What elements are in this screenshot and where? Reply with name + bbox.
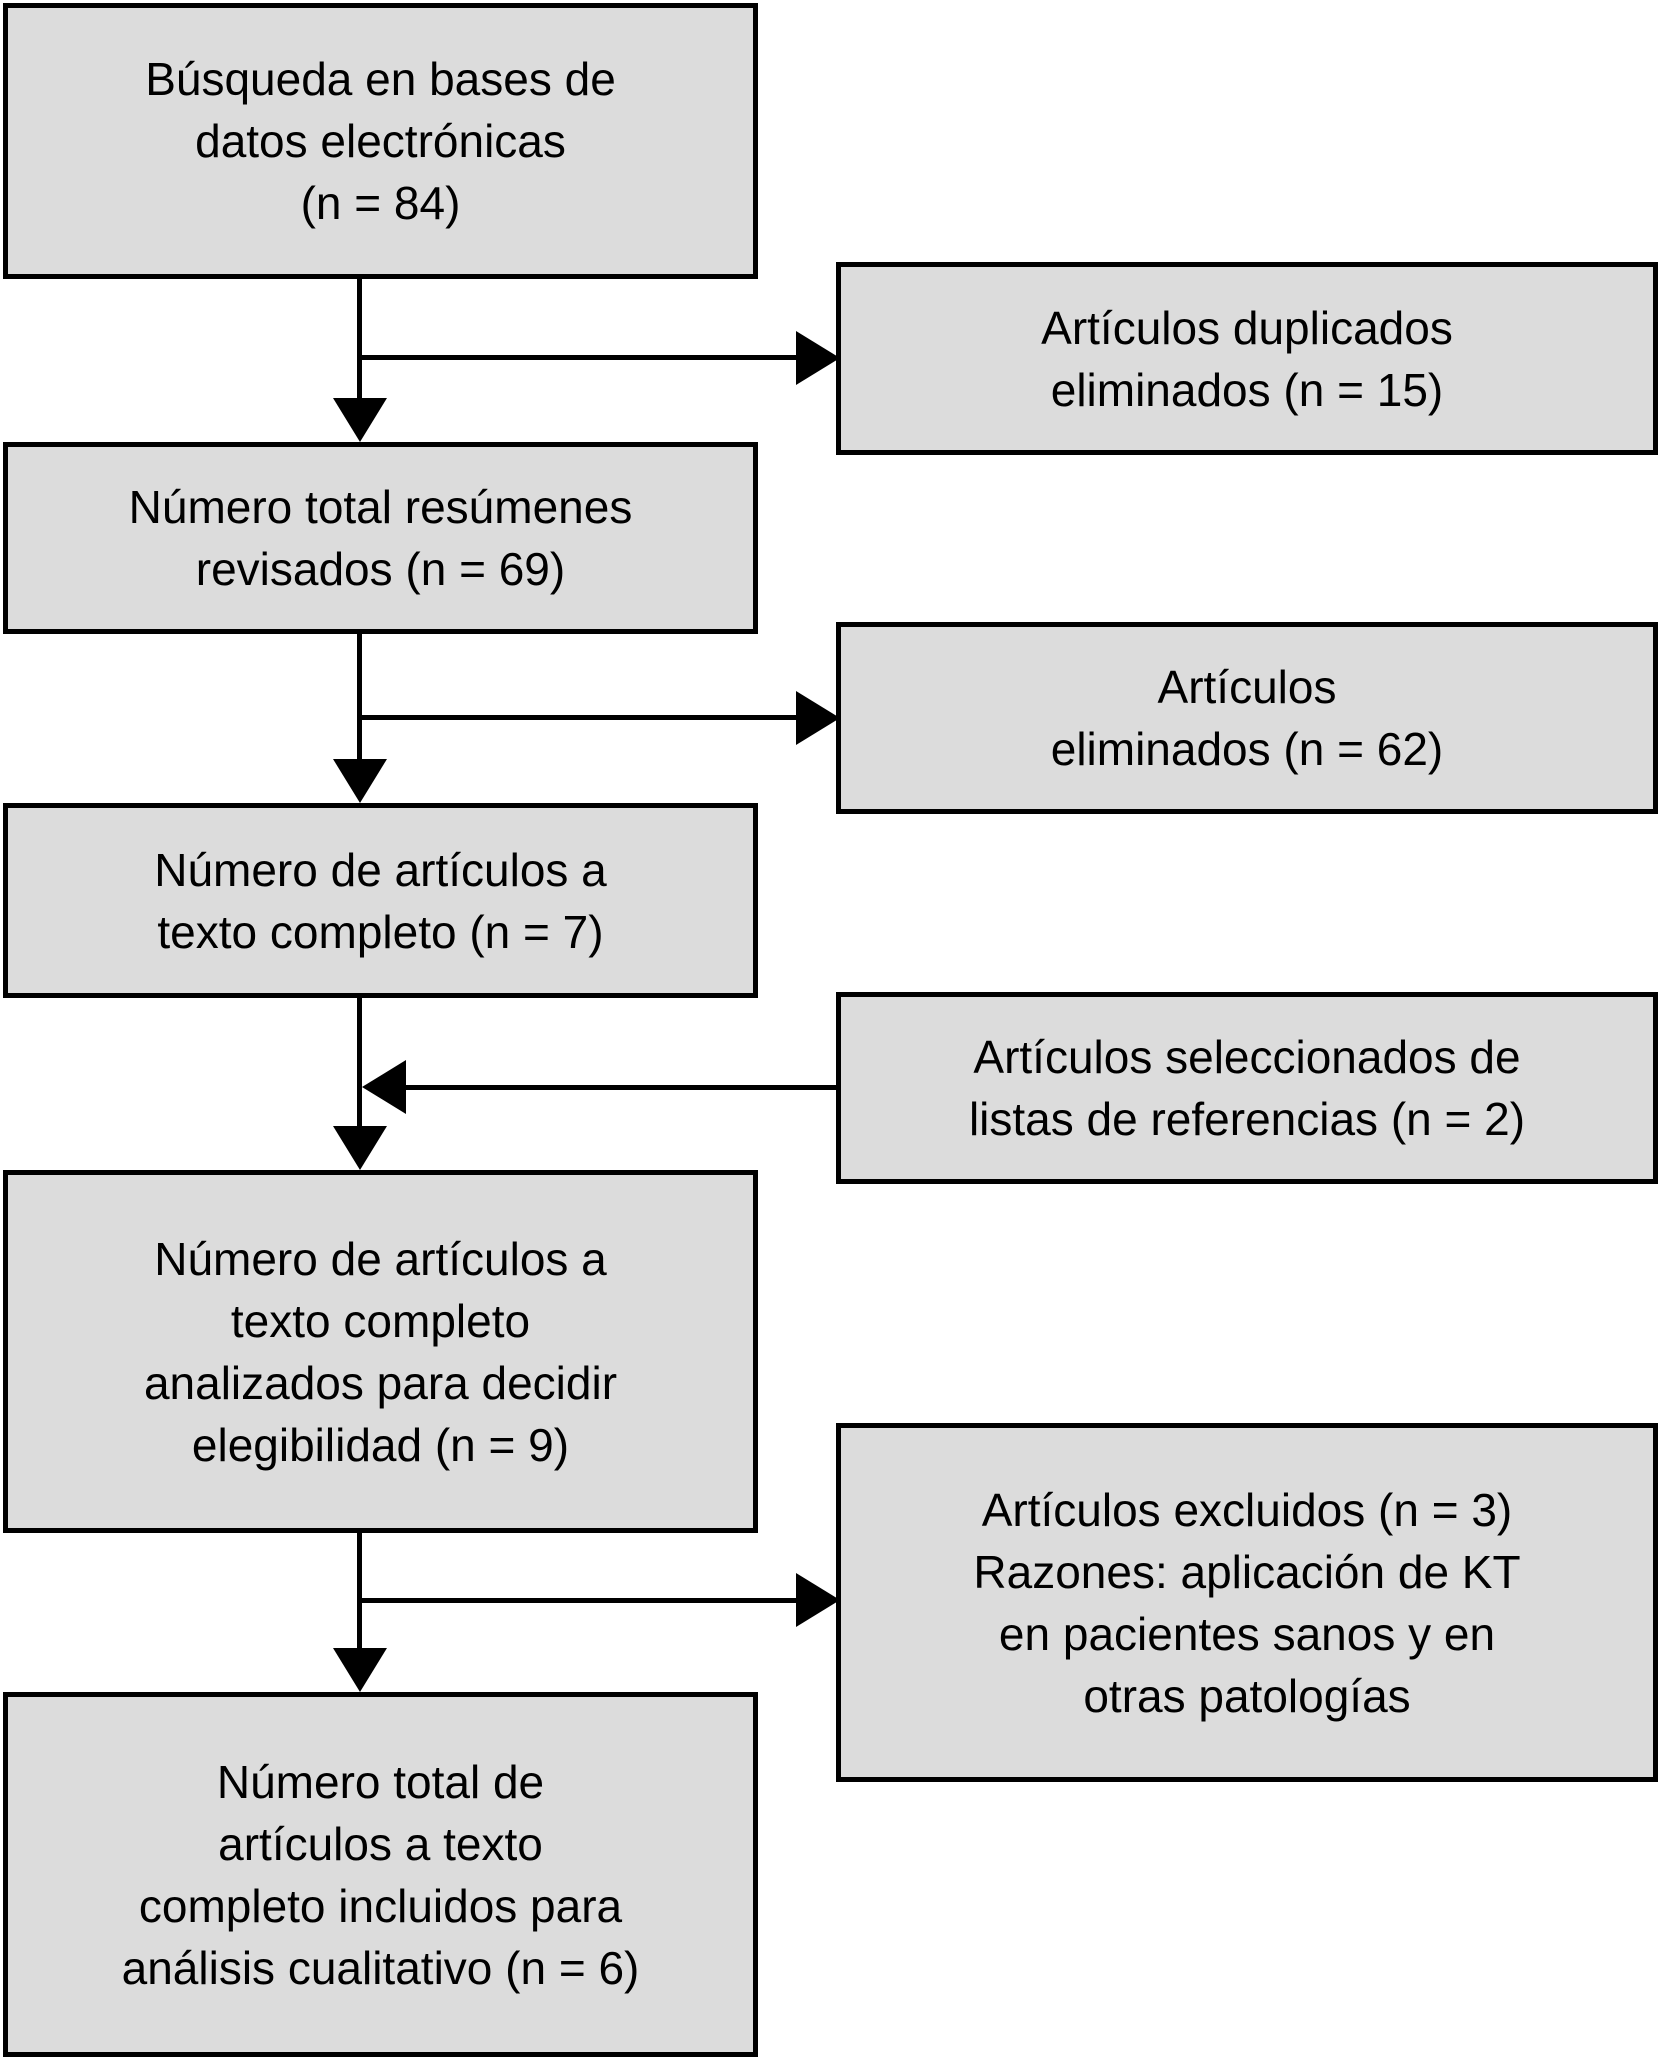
connector-line-horizontal (357, 355, 796, 360)
connector-line-vertical (357, 278, 362, 400)
box-reference-list-selected: Artículos seleccionados de listas de ref… (836, 992, 1658, 1184)
connector-line-vertical (357, 1532, 362, 1650)
arrowhead-down-icon (333, 1126, 387, 1170)
arrowhead-right-icon (796, 331, 840, 385)
box-fulltext-analyzed: Número de artículos a texto completo ana… (3, 1170, 758, 1533)
arrowhead-left-icon (362, 1060, 406, 1114)
connector-line-vertical (357, 997, 362, 1128)
arrowhead-down-icon (333, 759, 387, 803)
arrowhead-right-icon (796, 1573, 840, 1627)
arrowhead-down-icon (333, 398, 387, 442)
box-abstracts-reviewed: Número total resúmenes revisados (n = 69… (3, 442, 758, 634)
arrowhead-right-icon (796, 691, 840, 745)
box-database-search: Búsqueda en bases de datos electrónicas … (3, 3, 758, 279)
box-fulltext-articles: Número de artículos a texto completo (n … (3, 803, 758, 998)
box-articles-removed: Artículos eliminados (n = 62) (836, 622, 1658, 814)
box-articles-excluded: Artículos excluidos (n = 3) Razones: apl… (836, 1423, 1658, 1782)
connector-line-horizontal (357, 1598, 796, 1603)
arrowhead-down-icon (333, 1648, 387, 1692)
box-fulltext-included: Número total de artículos a texto comple… (3, 1692, 758, 2057)
connector-line-horizontal (357, 715, 796, 720)
connector-line-vertical (357, 633, 362, 761)
connector-line-horizontal (406, 1085, 836, 1090)
box-duplicates-removed: Artículos duplicados eliminados (n = 15) (836, 262, 1658, 455)
